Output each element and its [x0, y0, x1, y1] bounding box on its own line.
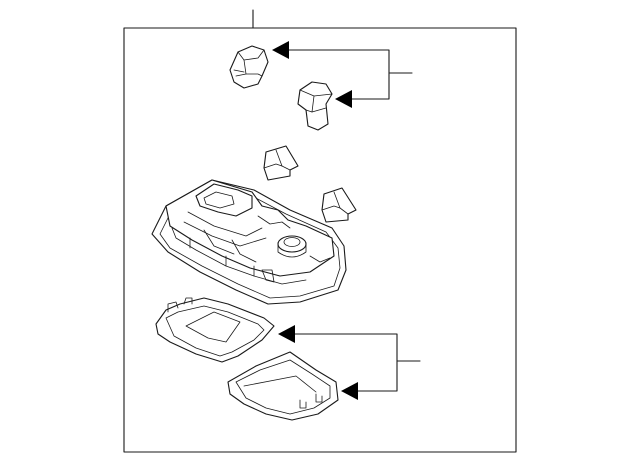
clip-left-icon [263, 145, 299, 181]
bulb-lower-icon [297, 81, 333, 131]
switch-knob [277, 235, 307, 253]
callout-arrow [335, 90, 352, 108]
lens-left-icon [155, 297, 275, 363]
callout-arrow [278, 325, 295, 343]
bulb-callout [272, 41, 413, 108]
callout-arrow [341, 382, 358, 400]
diagram-frame [123, 27, 517, 453]
lens-callout [278, 325, 421, 400]
lamp-housing-icon [151, 179, 347, 305]
clip-right-icon [321, 187, 357, 223]
callout-arrow [272, 41, 289, 59]
lens-right-icon [227, 351, 339, 421]
bulb-upper-icon [229, 45, 269, 89]
